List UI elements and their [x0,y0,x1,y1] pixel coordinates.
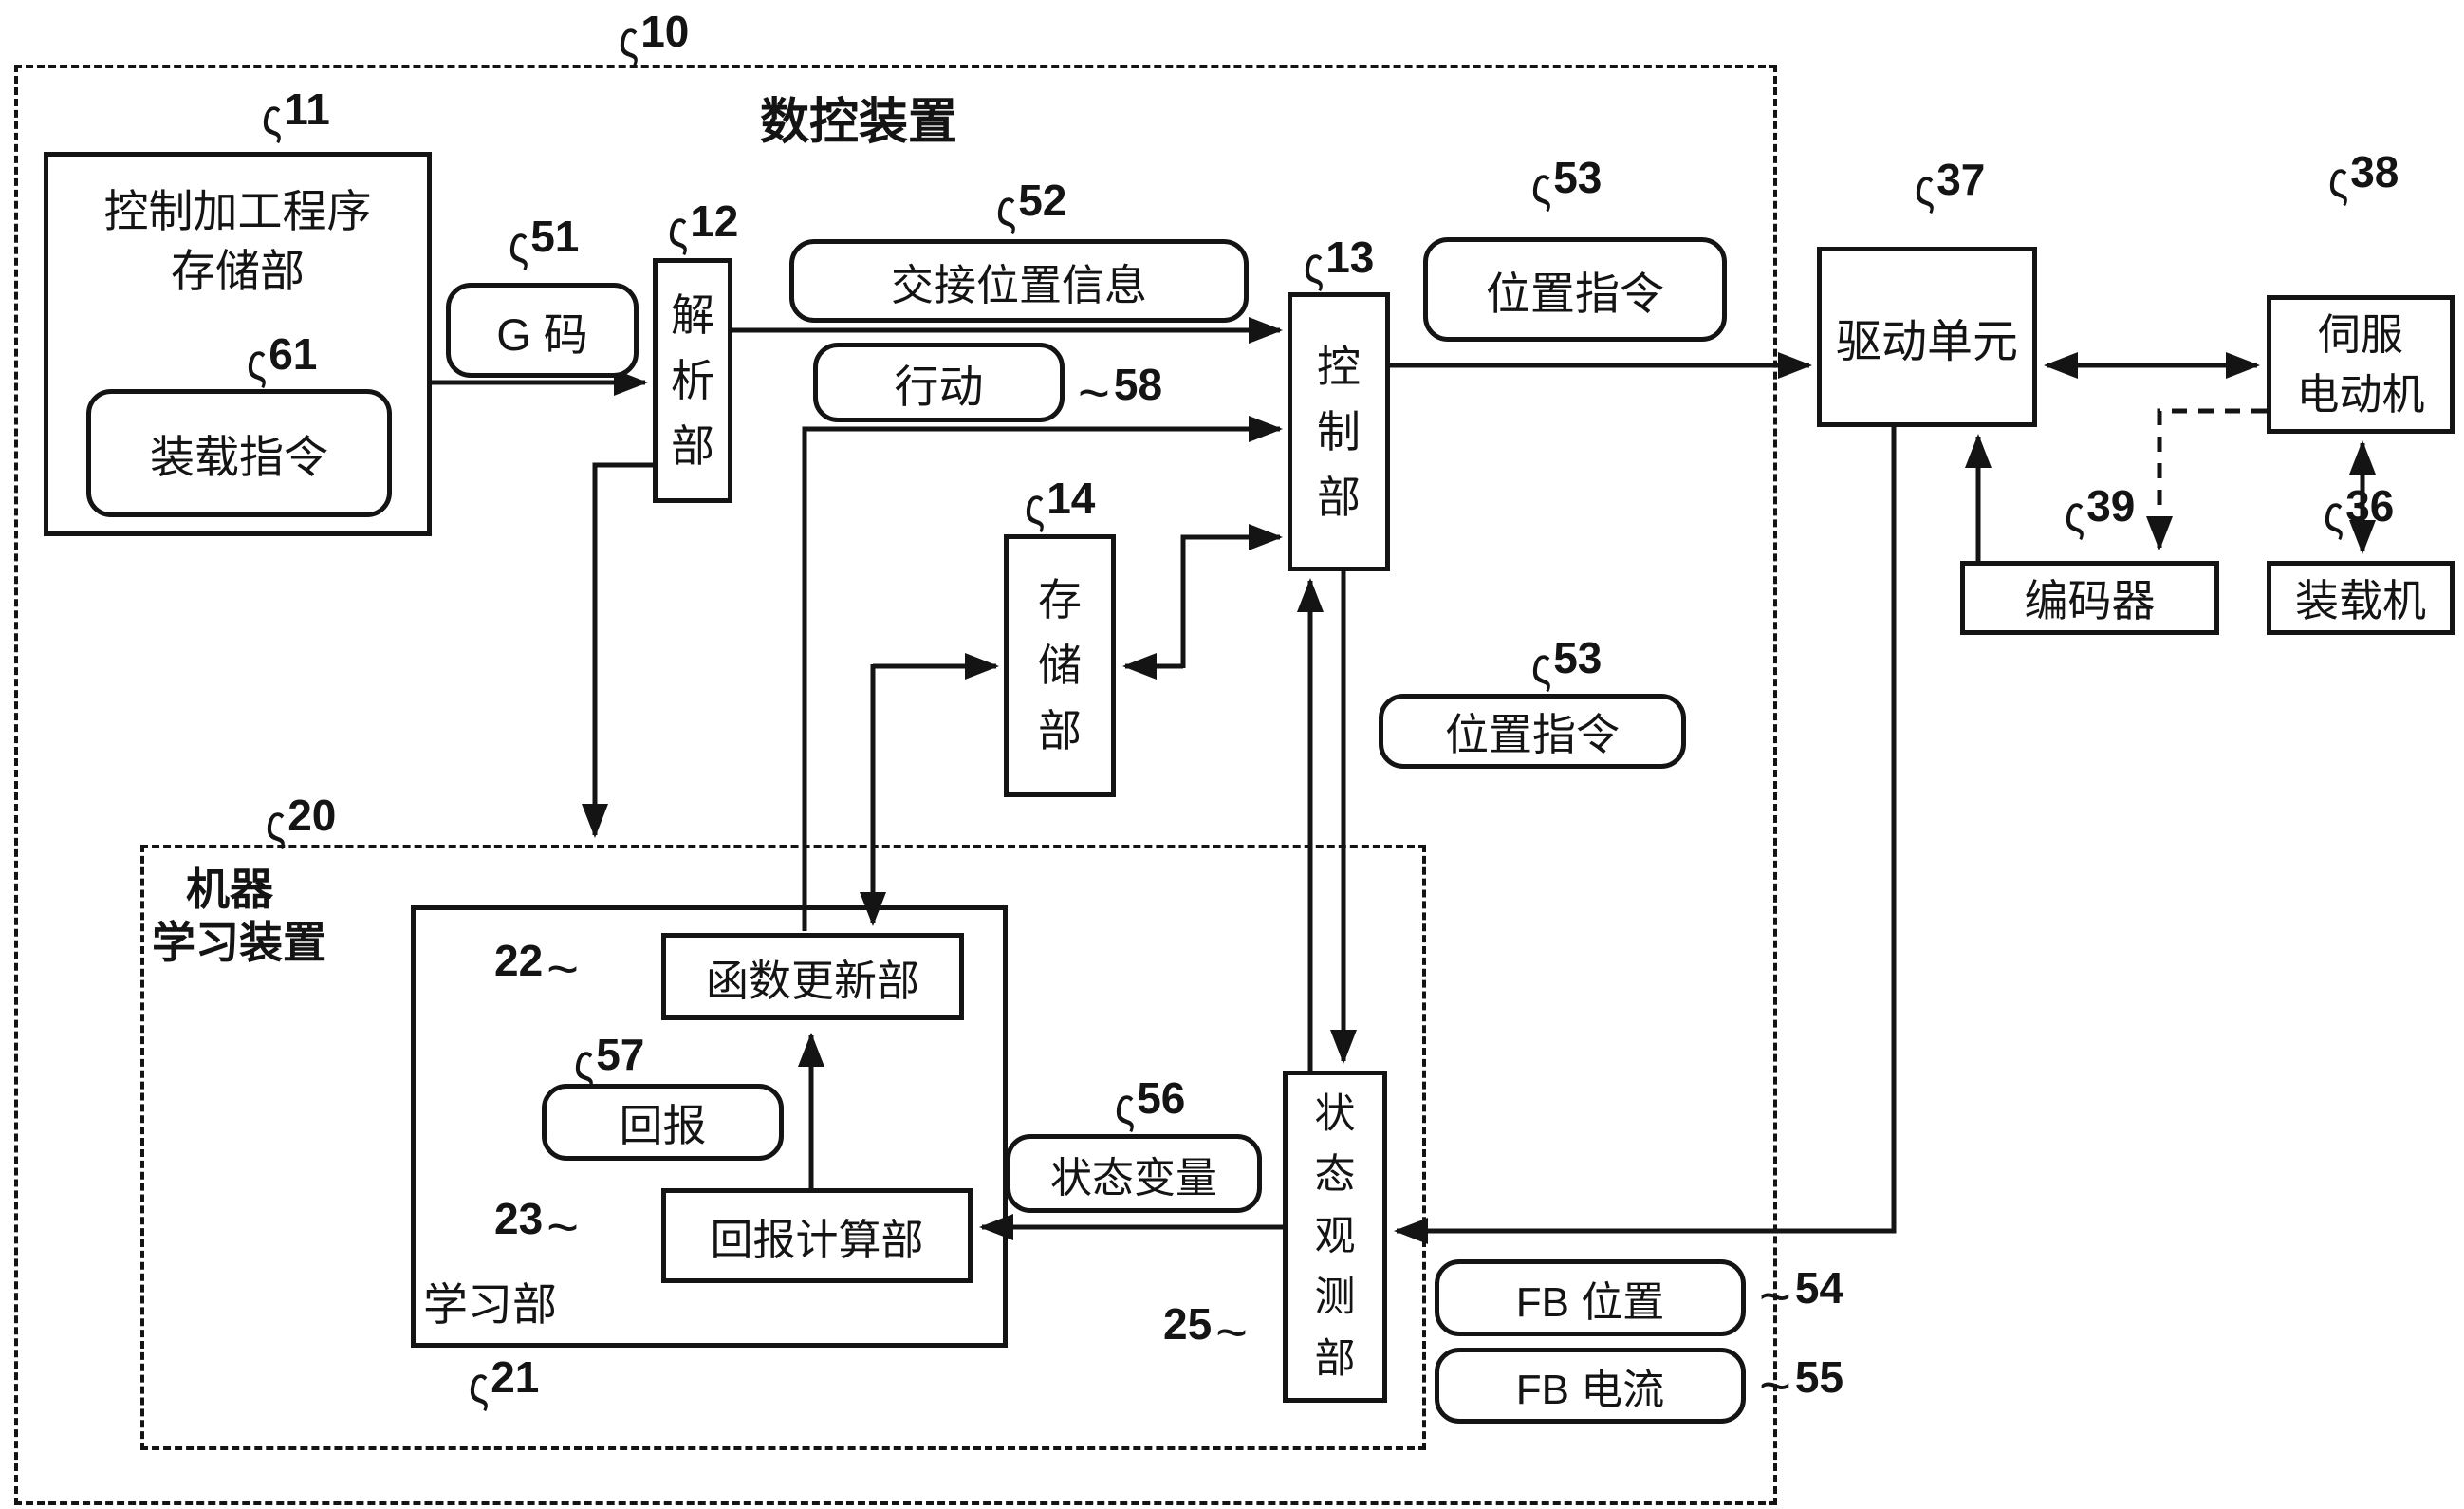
ref-label-56: ς 56 [1115,1073,1186,1135]
ref-label-11: ς 11 [262,84,330,146]
signal-handover-position: 交接位置信息 [789,239,1249,323]
ml-device-name-line1: 机器 [186,865,273,914]
arrow-parser-to-ml [582,462,653,838]
ref-label-23: 23 ~ [494,1194,580,1258]
signal-fb-position: FB 位置 [1435,1259,1746,1336]
ref-label-39: ς 39 [2065,481,2136,543]
leader-squiggle: ς [619,9,639,68]
control-unit-label: 控制部 [1316,341,1361,522]
arrow-feedback-line [1394,427,1897,1244]
ref-label-12: ς 12 [668,196,739,258]
servo-motor-label-line1: 伺服 [2317,310,2403,359]
block-control-unit: 控制部 [1288,292,1390,571]
ref-label-55: ~ 55 [1759,1352,1844,1417]
ref-label-58: ~ 58 [1078,360,1163,424]
state-variable-label: 状态变量 [1050,1154,1217,1202]
ref-label-13: ς 13 [1304,233,1375,294]
signal-fb-current: FB 电流 [1435,1348,1746,1424]
ref-label-61: ς 61 [247,329,318,391]
arrow-servo-to-encoder-dashed [2146,408,2267,550]
ref-label-36: ς 36 [2324,481,2395,543]
ref-label-51: ς 51 [509,212,580,273]
handover-position-label: 交接位置信息 [890,260,1147,309]
ref-label-54: ~ 54 [1759,1263,1844,1328]
arrow-action-line [802,416,1283,931]
program-storage-label-line2: 存储部 [171,246,305,297]
block-drive-unit: 驱动单元 [1817,247,2037,427]
block-analysis-unit: 解析部 [653,258,732,503]
ref-label-22: 22 ~ [494,936,580,1000]
ref-label-57: ς 57 [574,1030,645,1091]
block-servo-motor: 伺服 电动机 [2267,295,2455,434]
reward-calc-label: 回报计算部 [710,1215,924,1264]
ref-label-52: ς 52 [996,176,1067,237]
encoder-label: 编码器 [2024,576,2156,625]
ref-label-25: 25 ~ [1163,1299,1249,1364]
drive-unit-label: 驱动单元 [1835,317,2018,367]
signal-state-variable: 状态变量 [1006,1134,1262,1213]
signal-position-command-mid: 位置指令 [1379,694,1686,769]
program-storage-label-line1: 控制加工程序 [103,186,372,236]
block-function-update: 函数更新部 [661,933,964,1020]
position-command-top-label: 位置指令 [1486,268,1664,319]
ref-label-53-top: ς 53 [1531,153,1603,214]
block-reward-calc: 回报计算部 [661,1188,973,1283]
servo-motor-label-line2: 电动机 [2296,370,2425,419]
reward-label: 回报 [619,1100,707,1150]
ref-label-37: ς 37 [1915,155,1986,216]
load-command-label: 装载指令 [150,432,328,482]
g-code-label: G 码 [496,308,588,360]
ref-label-14: ς 14 [1025,474,1096,535]
learning-unit-label: 学习部 [423,1279,557,1330]
function-update-label: 函数更新部 [705,956,919,1005]
fb-position-label: FB 位置 [1515,1278,1665,1326]
signal-reward: 回报 [542,1084,784,1161]
block-loader: 装载机 [2267,561,2455,635]
signal-g-code: G 码 [446,283,639,378]
ref-label-38: ς 38 [2328,147,2399,209]
fb-current-label: FB 电流 [1515,1367,1665,1413]
loader-label: 装载机 [2295,576,2426,625]
signal-position-command-top: 位置指令 [1423,237,1727,342]
signal-action: 行动 [813,343,1065,422]
state-observe-label: 状态观测部 [1314,1090,1356,1382]
position-command-mid-label: 位置指令 [1445,709,1620,759]
action-label: 行动 [894,361,984,412]
nc-device-title: 数控装置 [759,95,957,150]
ml-device-boundary [140,845,1426,1450]
ref-label-53-mid: ς 53 [1531,633,1603,695]
ref-label-10: ς 10 [619,7,690,68]
nc-device-boundary [14,65,1777,1505]
storage-unit-label: 存储部 [1037,575,1082,755]
ml-device-name-line2: 学习装置 [152,918,326,967]
ref-label-20: ς 20 [266,791,337,852]
block-storage-unit: 存储部 [1004,534,1116,797]
block-load-command: 装载指令 [86,389,392,517]
block-encoder: 编码器 [1960,561,2219,635]
ref-label-21: ς 21 [469,1352,540,1414]
analysis-unit-label: 解析部 [670,289,714,471]
arrow-storage-to-control [1180,524,1283,668]
block-state-observe: 状态观测部 [1283,1071,1387,1403]
